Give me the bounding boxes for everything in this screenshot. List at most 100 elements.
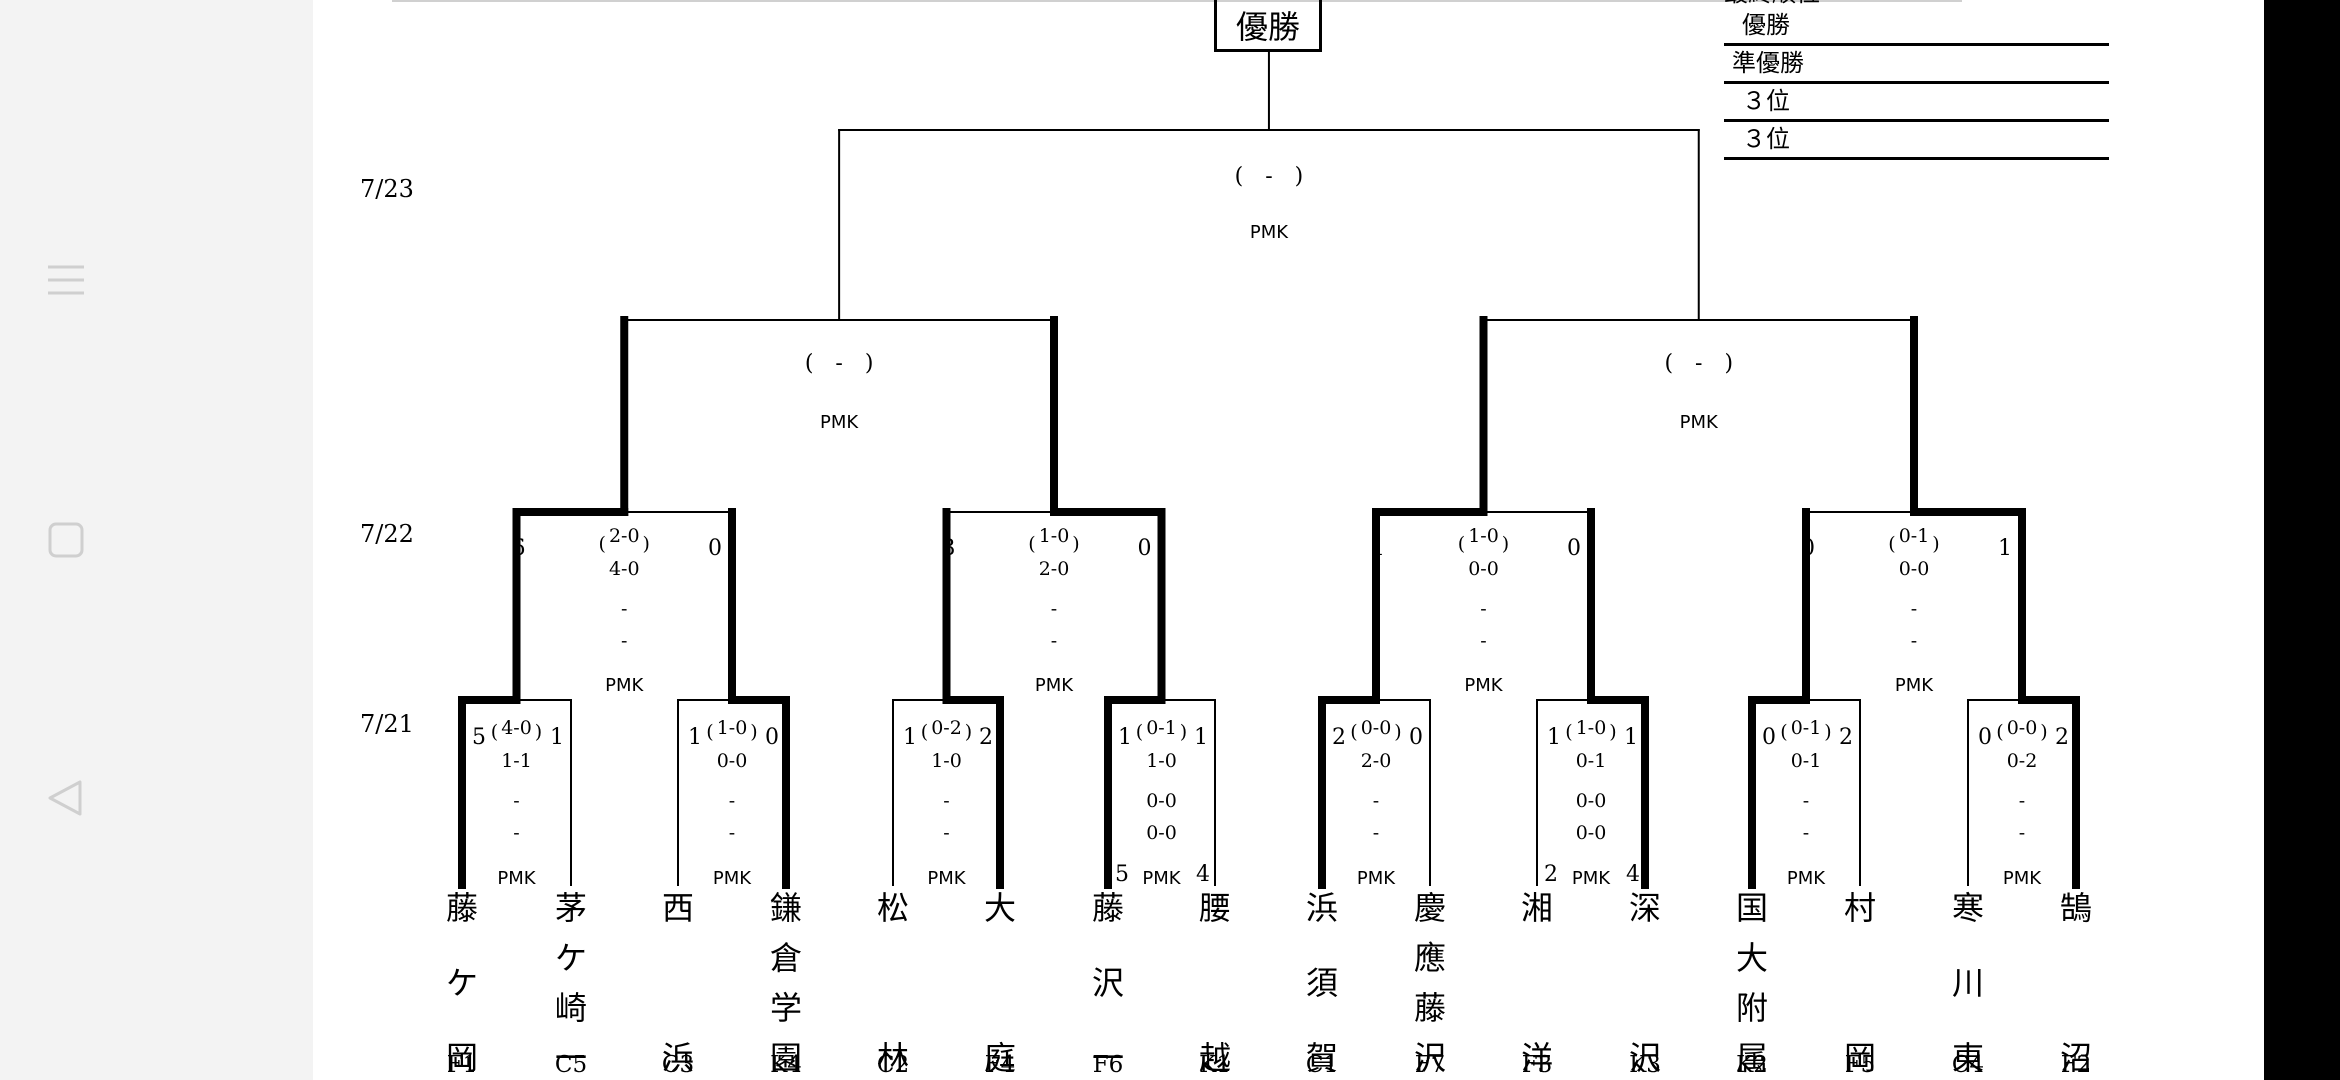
team-name-char: 茅 bbox=[554, 889, 587, 927]
team-code: F5 bbox=[1844, 1052, 1876, 1078]
team-name-char: 附 bbox=[1735, 989, 1768, 1027]
extra-score: - bbox=[1050, 598, 1058, 620]
extra-score: - bbox=[621, 598, 628, 620]
pmk-label: PMK bbox=[497, 868, 536, 889]
team-code: F3 bbox=[1521, 1052, 1553, 1078]
team-name-char: 園 bbox=[769, 1039, 802, 1077]
team-code: F2 bbox=[2060, 1052, 2092, 1078]
half-score: 0-0 bbox=[2006, 717, 2038, 739]
team-name-char: 鵠 bbox=[2059, 889, 2092, 927]
extra-score: - bbox=[943, 790, 950, 812]
paren: ( bbox=[1888, 533, 1896, 555]
score-right: 0 bbox=[1137, 536, 1152, 561]
round-date: 7/23 bbox=[360, 175, 414, 203]
team-name-char: 越 bbox=[1198, 1039, 1231, 1077]
team-name-char: 沢 bbox=[1091, 964, 1124, 1002]
square-home-icon[interactable] bbox=[36, 510, 96, 570]
half-score: 0-1 bbox=[1898, 525, 1930, 547]
paren: ( bbox=[1350, 721, 1358, 743]
score-left: 0 bbox=[1978, 725, 1992, 750]
team-name-char: 大 bbox=[983, 889, 1016, 927]
team-name-char: 湘 bbox=[1520, 889, 1553, 927]
round-date: 7/22 bbox=[360, 520, 414, 548]
pk-left: 5 bbox=[1115, 862, 1129, 887]
team-name-char: ケ bbox=[554, 939, 587, 977]
round-date: 7/21 bbox=[360, 710, 414, 738]
score-left: 6 bbox=[511, 536, 526, 561]
extra-score: - bbox=[513, 790, 520, 812]
pmk-label: PMK bbox=[820, 412, 859, 433]
triangle-back-icon[interactable] bbox=[36, 768, 96, 828]
semifinal-score: ( - ) bbox=[804, 351, 874, 376]
pmk-label: PMK bbox=[1142, 868, 1181, 889]
paren: ) bbox=[2040, 721, 2048, 743]
team-name-char: 藤 bbox=[1091, 889, 1124, 927]
pmk-label: PMK bbox=[1249, 222, 1289, 243]
team-name-char: 洋 bbox=[1520, 1039, 1553, 1077]
semifinal-score: ( - ) bbox=[1664, 351, 1734, 376]
paren: ) bbox=[1179, 721, 1188, 743]
pmk-label: PMK bbox=[712, 868, 752, 889]
score-right: 0 bbox=[1409, 725, 1423, 750]
pmk-label: PMK bbox=[1034, 675, 1074, 696]
pmk-label: PMK bbox=[605, 675, 644, 696]
extra-score: - bbox=[513, 822, 520, 844]
pk-left: 2 bbox=[1544, 862, 1558, 887]
team-name-char: 倉 bbox=[769, 939, 802, 977]
team-name-char: 一 bbox=[1091, 1039, 1124, 1077]
paren: ) bbox=[1932, 533, 1940, 555]
extra-score: 0-0 bbox=[1575, 822, 1607, 844]
final-score: ( - ) bbox=[1234, 164, 1304, 189]
paren: ( bbox=[706, 721, 714, 743]
paren: ( bbox=[598, 533, 606, 555]
half-score: 0-1 bbox=[1790, 717, 1822, 739]
team-code: F6 bbox=[1092, 1052, 1124, 1078]
extra-score: - bbox=[1910, 598, 1918, 620]
team-code: K1 bbox=[1199, 1052, 1231, 1078]
android-nav-bar bbox=[0, 0, 132, 1080]
paren: ( bbox=[1780, 721, 1788, 743]
paren: ) bbox=[1072, 533, 1080, 555]
pk-right: 4 bbox=[1196, 862, 1210, 887]
team-name-char: 須 bbox=[1305, 964, 1338, 1002]
extra-score: - bbox=[1050, 630, 1058, 652]
team-name-char: 国 bbox=[1735, 889, 1768, 927]
team-name-char: 沢 bbox=[1413, 1039, 1446, 1077]
menu-lines-icon[interactable] bbox=[36, 250, 96, 310]
paren: ( bbox=[1135, 721, 1144, 743]
score-left: 0 bbox=[1762, 725, 1776, 750]
team-name-char: 東 bbox=[1951, 1039, 1984, 1077]
half-score: 1-0 bbox=[1146, 750, 1177, 772]
extra-score: - bbox=[1802, 822, 1810, 844]
extra-score: - bbox=[728, 790, 736, 812]
score-right: 0 bbox=[708, 536, 722, 561]
team-name-char: 岡 bbox=[1843, 1039, 1876, 1077]
half-score: 0-0 bbox=[716, 750, 748, 772]
team-name-char: 賀 bbox=[1305, 1039, 1338, 1077]
standings-row-4: ３位 bbox=[1724, 122, 2109, 160]
extra-score: - bbox=[1480, 630, 1487, 652]
team-code: K3 bbox=[1629, 1052, 1661, 1078]
team-code: C3 bbox=[661, 1052, 695, 1078]
team-code: C4 bbox=[1951, 1052, 1985, 1078]
final-standings-table: 最終順位 優勝 準優勝 ３位 ３位 bbox=[1724, 0, 2109, 160]
score-left: 1 bbox=[1371, 536, 1385, 561]
paren: ) bbox=[534, 721, 543, 743]
score-right: 0 bbox=[1567, 536, 1581, 561]
half-score: 1-0 bbox=[1468, 525, 1499, 547]
team-name-char: 大 bbox=[1735, 939, 1768, 977]
team-name-char: 一 bbox=[554, 1039, 587, 1077]
team-code: C2 bbox=[876, 1052, 910, 1078]
pmk-label: PMK bbox=[1571, 868, 1611, 889]
half-score: 0-1 bbox=[1575, 750, 1607, 772]
pmk-label: PMK bbox=[2002, 868, 2042, 889]
team-code: F1 bbox=[446, 1052, 478, 1078]
half-score: 1-0 bbox=[931, 750, 962, 772]
standings-row-3: ３位 bbox=[1724, 84, 2109, 122]
team-name-char: 鎌 bbox=[769, 889, 802, 927]
screen-edge bbox=[2264, 0, 2340, 1080]
score-right: 1 bbox=[1624, 725, 1638, 750]
team-name-char: 深 bbox=[1628, 889, 1661, 927]
score-left: 5 bbox=[472, 725, 486, 750]
team-name-char: 川 bbox=[1951, 964, 1984, 1002]
